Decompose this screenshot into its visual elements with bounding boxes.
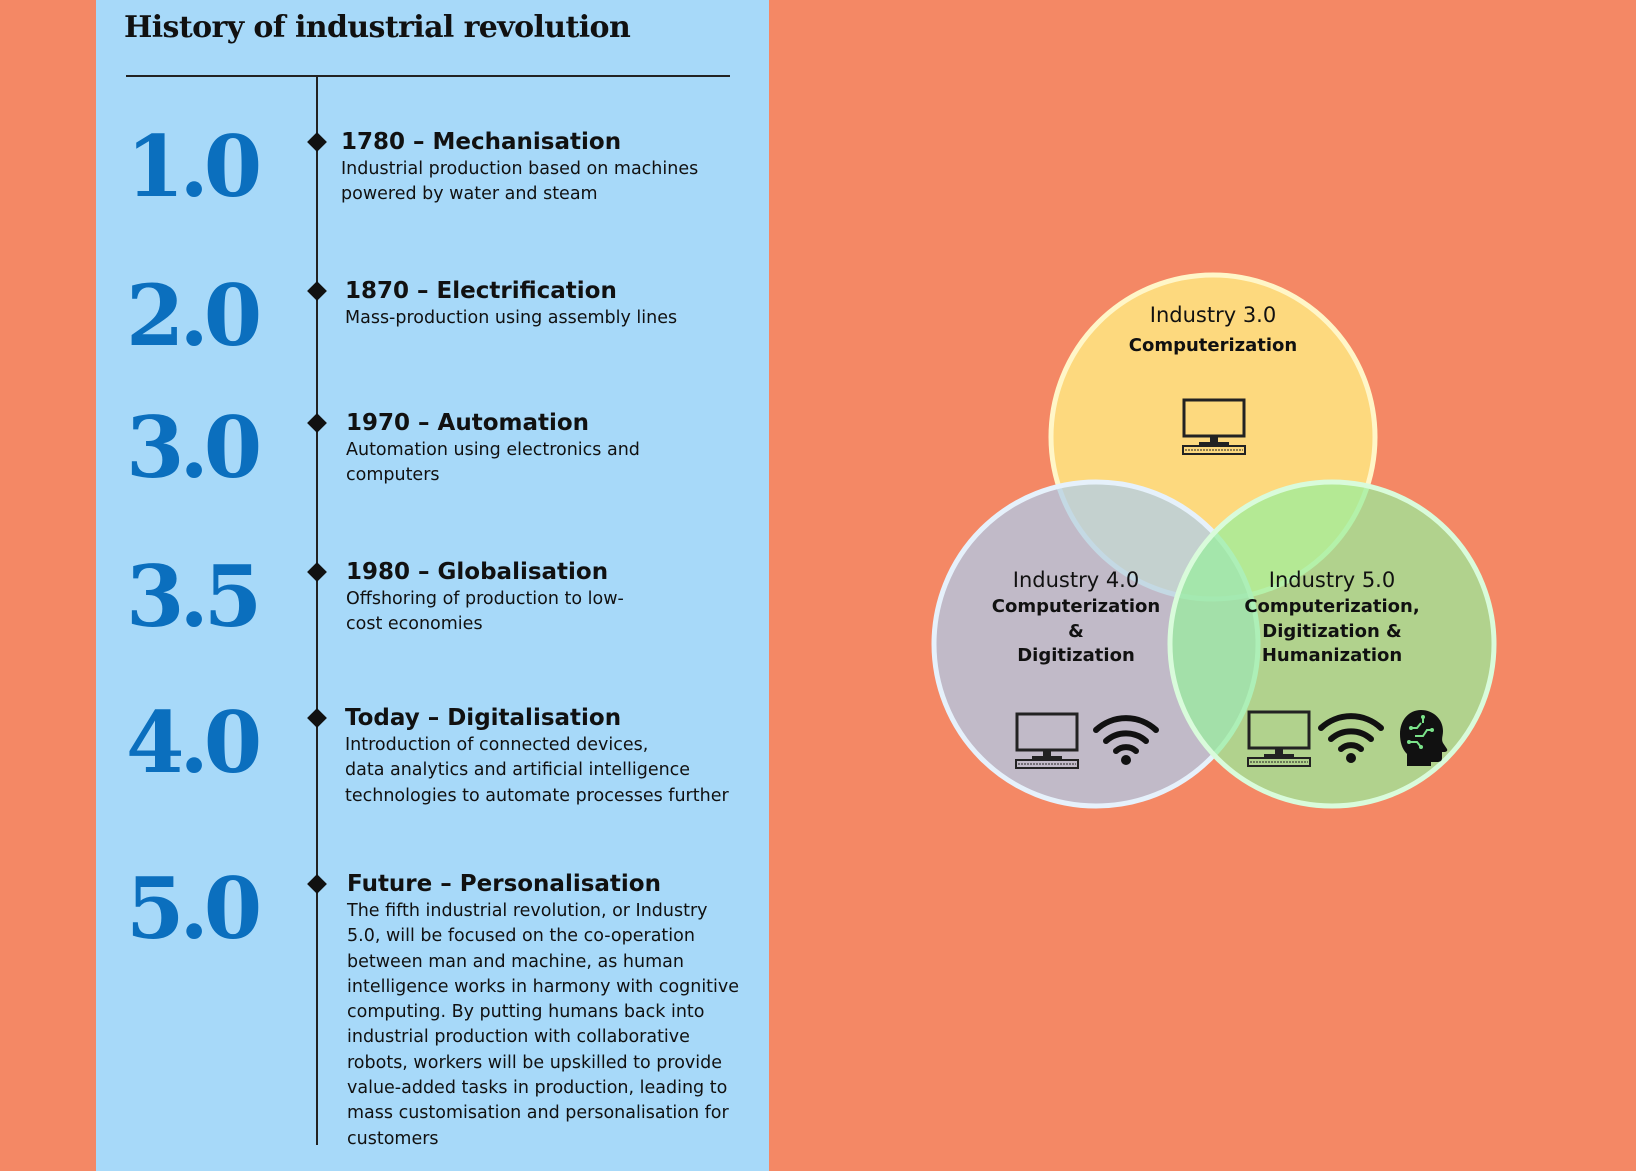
title-divider	[126, 75, 730, 77]
era-number: 5.0	[126, 859, 262, 958]
era-number: 3.5	[126, 547, 262, 646]
era-number: 3.0	[126, 398, 262, 497]
era-description: Automation using electronics and compute…	[346, 440, 640, 486]
era-number: 2.0	[126, 266, 262, 365]
timeline-axis	[316, 76, 318, 1145]
industry-3-label: Industry 3.0 Computerization	[1128, 303, 1298, 356]
era-description: Mass-production using assembly lines	[345, 308, 678, 328]
timeline-title: History of industrial revolution	[124, 10, 631, 45]
era-heading: Today – Digitalisation	[345, 705, 622, 731]
era-heading: 1970 – Automation	[346, 410, 590, 436]
timeline-marker	[307, 562, 327, 582]
timeline-marker	[307, 281, 327, 301]
timeline-marker	[307, 413, 327, 433]
industry-5-label: Industry 5.0 Computerization, Digitizati…	[1244, 568, 1420, 666]
timeline-marker	[307, 132, 327, 152]
era-number: 4.0	[126, 693, 262, 792]
industry-venn-diagram: Industry 3.0 Computerization Industry 4.…	[920, 260, 1520, 820]
timeline-marker	[307, 708, 327, 728]
era-description: Industrial production based on machines …	[341, 159, 699, 205]
industry-4-label: Industry 4.0 Computerization & Digitizat…	[991, 568, 1161, 666]
timeline-panel: History of industrial revolution 1.0 178…	[96, 0, 769, 1171]
timeline-marker	[307, 874, 327, 894]
era-description: Offshoring of production to low- cost ec…	[346, 589, 624, 635]
era-heading: Future – Personalisation	[347, 871, 661, 897]
era-description: The fifth industrial revolution, or Indu…	[347, 901, 740, 1149]
era-heading: 1780 – Mechanisation	[341, 129, 622, 155]
era-number: 1.0	[126, 117, 262, 216]
era-heading: 1980 – Globalisation	[346, 559, 609, 585]
era-description: Introduction of connected devices, data …	[345, 735, 729, 806]
era-heading: 1870 – Electrification	[345, 278, 617, 304]
